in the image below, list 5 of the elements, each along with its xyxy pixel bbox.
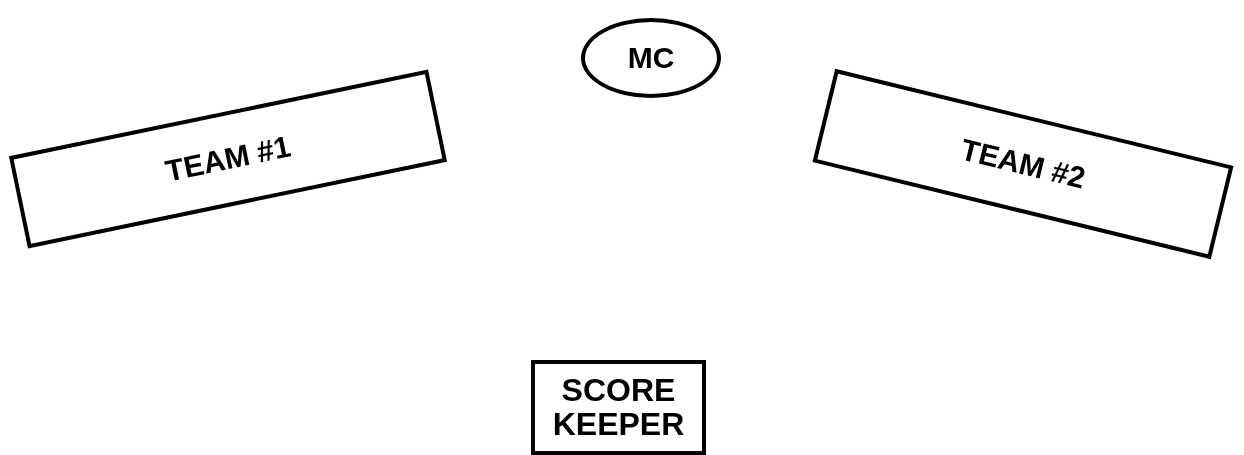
node-label: MC — [627, 42, 675, 74]
node-label: TEAM #1 — [162, 130, 294, 188]
node-label: TEAM #2 — [957, 133, 1089, 195]
process-box — [531, 360, 706, 455]
node-label: SCORE KEEPER — [552, 373, 685, 442]
